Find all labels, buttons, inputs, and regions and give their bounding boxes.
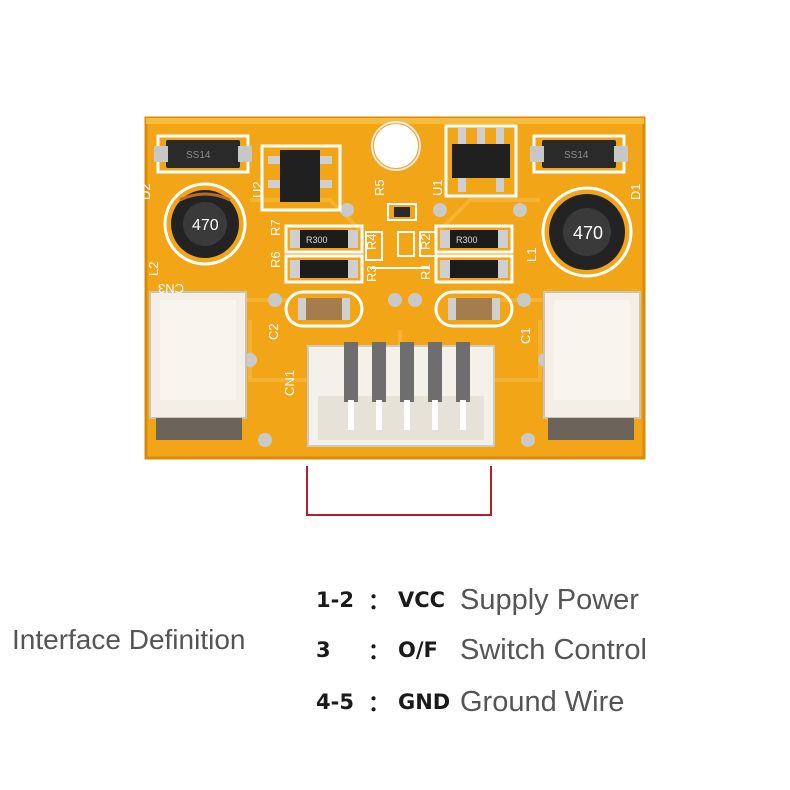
label-d1: D1 bbox=[628, 183, 643, 200]
label-r4: R4 bbox=[364, 233, 379, 250]
connector-cn3 bbox=[149, 291, 247, 440]
pin-number: 1-2 bbox=[316, 588, 354, 612]
label-d2: D2 bbox=[138, 183, 153, 200]
pin-description: Switch Control bbox=[460, 633, 647, 666]
diode-d1: SS14 bbox=[530, 134, 628, 174]
capacitor-c1 bbox=[434, 290, 514, 328]
pin-description: Supply Power bbox=[460, 583, 639, 616]
resistor-r7: R300 bbox=[284, 224, 364, 254]
label-cn3: CN3 bbox=[158, 281, 184, 296]
pin-row-ground: 4-5 ： GND Ground Wire bbox=[316, 682, 624, 722]
interface-definition-title: Interface Definition bbox=[12, 624, 246, 655]
label-cn1: CN1 bbox=[282, 370, 297, 396]
diode-marking-left: SS14 bbox=[186, 150, 211, 161]
label-l2: L2 bbox=[146, 262, 161, 276]
label-u1: U1 bbox=[430, 179, 445, 196]
led-driver-board-image: SS14 SS14 470 470 bbox=[138, 116, 646, 460]
label-r7: R7 bbox=[268, 219, 283, 236]
chip-u1 bbox=[444, 124, 518, 198]
chip-u2 bbox=[260, 144, 342, 212]
small-parts-center bbox=[365, 203, 437, 269]
pin-row-switch: 3 ： O/F Switch Control bbox=[316, 630, 647, 670]
label-r2: R2 bbox=[418, 233, 433, 250]
inductor-marking-left: 470 bbox=[192, 217, 219, 234]
label-r1: R1 bbox=[418, 263, 433, 280]
inductor-l2: 470 bbox=[163, 182, 247, 266]
label-c2: C2 bbox=[266, 323, 281, 340]
label-r3: R3 bbox=[364, 265, 379, 282]
connector-cn2 bbox=[543, 291, 641, 440]
capacitor-c2 bbox=[284, 290, 364, 328]
label-r6: R6 bbox=[268, 251, 283, 268]
label-u2: U2 bbox=[250, 181, 265, 198]
label-l1: L1 bbox=[524, 248, 539, 262]
diode-d2: SS14 bbox=[154, 134, 252, 174]
pin-row-vcc: 1-2 ： VCC Supply Power bbox=[316, 580, 639, 620]
inductor-marking-right: 470 bbox=[573, 223, 603, 243]
label-c1: C1 bbox=[518, 327, 533, 344]
diode-marking-right: SS14 bbox=[564, 150, 589, 161]
pcb-board bbox=[144, 116, 646, 460]
resistor-marking-a: R300 bbox=[306, 235, 328, 245]
pin-code: GND bbox=[398, 690, 451, 714]
pin-code: O/F bbox=[398, 638, 438, 662]
pin-separator: ： bbox=[368, 589, 391, 614]
inductor-l1: 470 bbox=[541, 186, 633, 278]
connector-cn1 bbox=[307, 342, 495, 447]
resistor-r6 bbox=[284, 254, 364, 284]
pin-description: Ground Wire bbox=[460, 685, 625, 718]
resistor-marking-b: R300 bbox=[456, 235, 478, 245]
connector-pin-bracket bbox=[306, 466, 492, 516]
pin-code: VCC bbox=[398, 588, 446, 612]
pin-number: 4-5 bbox=[316, 690, 354, 714]
resistor-r1 bbox=[434, 254, 514, 284]
label-r5: R5 bbox=[372, 179, 387, 196]
pin-number: 3 bbox=[316, 638, 331, 662]
pin-separator: ： bbox=[368, 639, 391, 664]
pin-separator: ： bbox=[368, 691, 391, 716]
